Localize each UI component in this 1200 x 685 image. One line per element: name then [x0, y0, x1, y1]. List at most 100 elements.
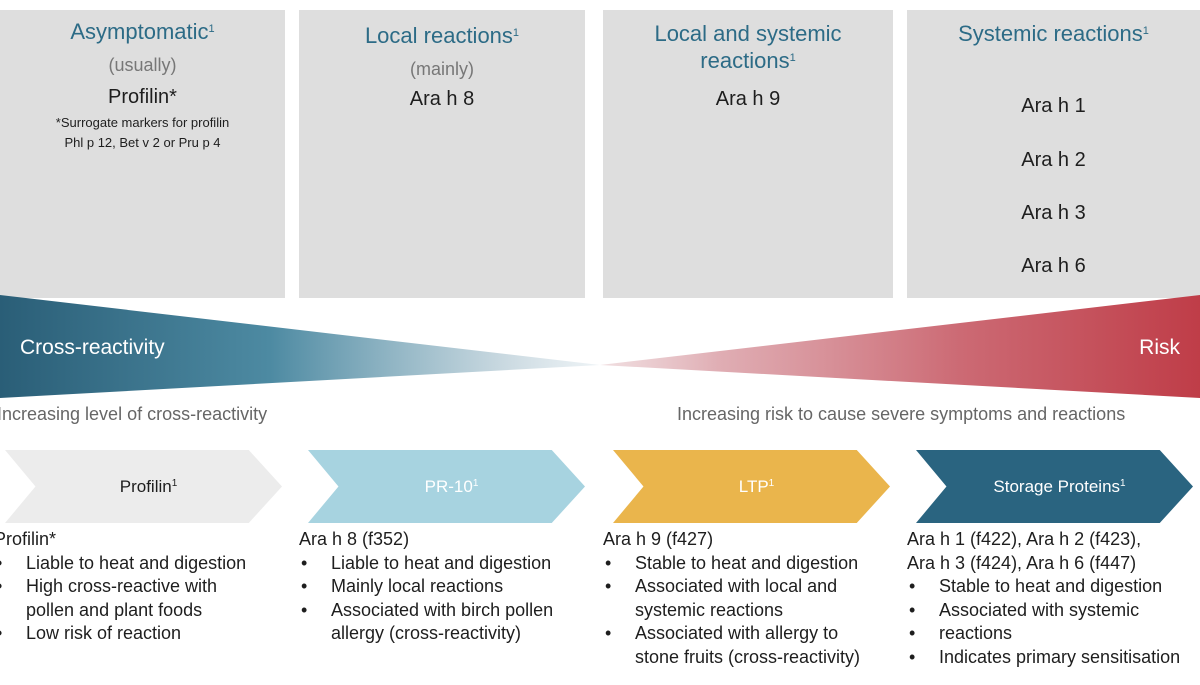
description-storage-proteins: Ara h 1 (f422), Ara h 2 (f423), Ara h 3 … [907, 528, 1180, 669]
description-heading: Ara h 8 (f352) [299, 529, 410, 549]
bullet-item: stone fruits (cross-reactivity) [603, 646, 860, 670]
chevron-label-text: Profilin [119, 476, 172, 496]
wedge-graphic [0, 295, 1200, 398]
bullet-item: •Low risk of reaction [0, 622, 246, 646]
bullet-text: Stable to heat and digestion [635, 552, 859, 573]
description-pr10: Ara h 8 (f352) • Liable to heat and diges… [299, 528, 553, 646]
bullet-text: Liable to heat and digestion [26, 552, 247, 573]
allergen-item: Ara h 3 [1021, 202, 1086, 224]
column-main: Ara h 8 [409, 88, 475, 110]
chevron-shape [916, 450, 1193, 523]
bullet-text: Associated with allergy to [635, 623, 839, 643]
footnote-marker: 1 [208, 23, 215, 35]
bullet-item: • Associated with systemic [907, 599, 1180, 623]
bullet-item: •Associated with birch pollen [299, 599, 553, 623]
column-subtitle: (mainly) [409, 59, 474, 79]
column-title-line: Local and systemic [654, 21, 842, 46]
column-main: Ara h 9 [715, 88, 781, 110]
risk-caption: Increasing risk to cause severe symptoms… [677, 404, 1126, 424]
column-main: Profilin* [108, 86, 177, 108]
risk-wedge [600, 295, 1200, 398]
bullet-item: • Associated with local and [603, 575, 860, 599]
bullet-text: allergy (cross-reactivity) [331, 623, 522, 643]
bullet-item: •Stable to heat and digestion [603, 552, 860, 576]
chevron-label-text: PR-10 [424, 476, 473, 496]
column-local: Local reactions1 (mainly) Ara h 8 [299, 10, 585, 298]
bullet-text: Associated with local and [635, 576, 838, 596]
chevron-label-text: LTP [738, 476, 769, 496]
column-title: Local reactions1 [299, 22, 585, 49]
description-heading: Ara h 9 (f427) [603, 529, 714, 549]
bullet-item: • Indicates primary sensitisation [907, 646, 1180, 670]
footnote-marker: 1 [789, 52, 796, 64]
bullet-marker: • [301, 576, 308, 596]
bullet-text: Associated with systemic [939, 599, 1140, 620]
bullet-item: • Liable to heat and digestion [299, 552, 553, 576]
column-title-text: reactions [700, 48, 790, 73]
bullet-list: • Liable to heat and digestion •High cros… [0, 552, 246, 646]
bullet-text: pollen and plant foods [26, 599, 203, 620]
bullet-list: • Stable to heat and digestion • Associate… [907, 575, 1180, 669]
bullet-text: Associated with birch pollen [331, 599, 554, 620]
footnote-marker: 1 [768, 478, 775, 489]
chevron-shape [308, 450, 585, 523]
column-title-line: reactions1 [603, 47, 893, 74]
bullet-text: Indicates primary sensitisation [939, 646, 1181, 667]
bullet-marker: • [0, 552, 2, 576]
description-heading: Ara h 1 (f422), Ara h 2 (f423), [907, 529, 1142, 549]
bullet-item: • Stable to heat and digestion [907, 575, 1180, 599]
bullet-marker: • [909, 576, 916, 596]
bullet-marker: • [909, 623, 916, 643]
bullet-marker: • [301, 552, 308, 573]
footnote-marker: 1 [1142, 25, 1149, 37]
column-title: Local and systemic reactions1 [603, 20, 893, 74]
chevron-label-text: Storage Proteins [993, 476, 1121, 496]
chevron-shape [5, 450, 282, 523]
bullet-item: systemic reactions [603, 599, 860, 623]
bullet-text: Mainly local reactions [331, 576, 504, 596]
bullet-text: High cross-reactive with [26, 576, 218, 596]
description-ltp: Ara h 9 (f427) •Stable to heat and diges… [603, 528, 860, 669]
description-heading: Profilin* [0, 529, 57, 549]
cross-reactivity-label: Cross-reactivity [20, 336, 165, 359]
bullet-item: allergy (cross-reactivity) [299, 622, 553, 646]
bullet-marker: • [909, 646, 916, 667]
column-title: Asymptomatic1 [0, 18, 285, 45]
bullet-item: •High cross-reactive with [0, 575, 246, 599]
column-title: Systemic reactions1 [907, 20, 1200, 47]
bullet-item: • Associated with allergy to [603, 622, 860, 646]
column-note-line: Phl p 12, Bet v 2 or Pru p 4 [64, 135, 221, 150]
footnote-marker: 1 [171, 478, 178, 489]
footnote-marker: 1 [1120, 478, 1126, 489]
bullet-text: Stable to heat and digestion [939, 576, 1163, 596]
column-title-text: Systemic reactions [958, 21, 1143, 46]
footnote-marker: 1 [472, 478, 479, 489]
allergen-item: Ara h 2 [1021, 149, 1086, 171]
description-profilin: Profilin* • Liable to heat and digestion … [0, 528, 246, 646]
column-asymptomatic: Asymptomatic1 (usually) Profilin* *Surro… [0, 10, 285, 298]
bullet-item: • Liable to heat and digestion [0, 552, 246, 576]
bullet-marker: • [605, 623, 612, 643]
bullet-list: •Stable to heat and digestion •Associate… [603, 552, 860, 670]
bullet-item: pollen and plant foods [0, 599, 246, 623]
bullet-item: • Mainly local reactions [299, 575, 553, 599]
bullet-text: Liable to heat and digestion [331, 552, 552, 573]
bullet-marker: • [605, 576, 612, 596]
column-title-text: Local reactions [364, 23, 513, 48]
column-local-systemic: Local and systemic reactions1 Ara h 9 [603, 10, 893, 298]
bullet-marker: • [909, 599, 916, 620]
risk-label: Risk [1139, 336, 1180, 359]
bullet-text: stone fruits (cross-reactivity) [635, 646, 861, 667]
bullet-item: •reactions [907, 622, 1180, 646]
bullet-text: systemic reactions [635, 599, 784, 620]
cross-reactivity-caption: Increasing level of cross-reactivity [0, 404, 268, 424]
chevron-shape [613, 450, 890, 523]
column-note-line: *Surrogate markers for profilin [55, 115, 230, 130]
footnote-marker: 1 [512, 27, 520, 39]
column-note: *Surrogate markers for profilin Phl p 12… [0, 113, 285, 153]
